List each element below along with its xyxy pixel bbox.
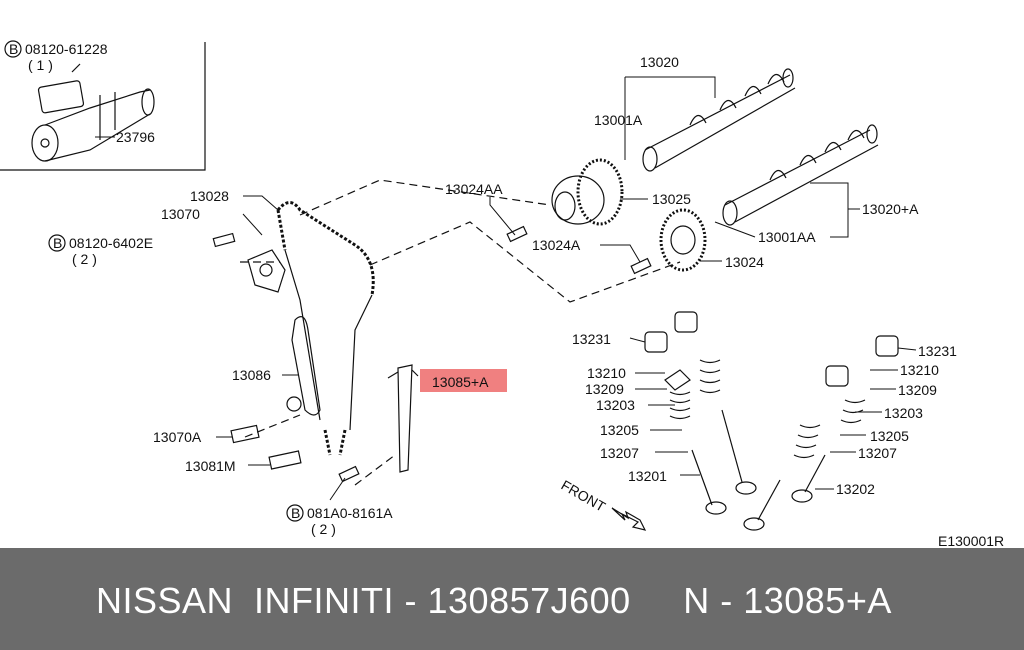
b-symbol-mid [48, 234, 66, 252]
chain-guide-13085a-drawing [387, 364, 419, 473]
chain-path-outline [284, 249, 373, 431]
b-symbol-top [4, 40, 22, 58]
callout-13205-left: 13205 [600, 422, 639, 438]
leader-lines [95, 76, 917, 501]
callout-13231-right: 13231 [918, 343, 957, 359]
inset-frame [0, 42, 206, 171]
callout-13207-left: 13207 [600, 445, 639, 461]
callout-bolt-08120-6402e: 08120-6402E [69, 235, 153, 251]
valve-train-left-drawing [644, 311, 757, 515]
callout-13024: 13024 [725, 254, 764, 270]
front-arrow-icon [611, 507, 647, 531]
callout-13028: 13028 [190, 188, 229, 204]
b-symbol-bottom-label: B [291, 505, 300, 521]
b-symbol-top-label: B [9, 41, 18, 57]
callout-13070: 13070 [161, 206, 200, 222]
highlight-13085a [420, 369, 507, 392]
b-symbol-bottom [286, 504, 304, 522]
callout-23796: 23796 [116, 129, 155, 145]
callout-13201: 13201 [628, 468, 667, 484]
callout-bolt-bottom-qty: ( 2 ) [311, 521, 336, 537]
callout-bolt-08120-61228: 08120-61228 [25, 41, 108, 57]
callout-13207-right: 13207 [858, 445, 897, 461]
callout-13205-right: 13205 [870, 428, 909, 444]
callout-bolt-mid-qty: ( 2 ) [72, 251, 97, 267]
callout-13209-left: 13209 [585, 381, 624, 397]
callout-13210-left: 13210 [587, 365, 626, 381]
b-symbol-mid-label: B [53, 235, 62, 251]
callout-bolt-081a0-8161a: 081A0-8161A [307, 505, 393, 521]
callout-13086: 13086 [232, 367, 271, 383]
callout-13231-left: 13231 [572, 331, 611, 347]
callout-13001a: 13001A [594, 112, 643, 128]
camshaft-13020a-drawing [722, 124, 879, 226]
tensioner-13070-drawing [212, 232, 286, 293]
callout-13024a: 13024A [532, 237, 581, 253]
parts-diagram: B B B 08120-61228 ( 1 ) 23796 13020 1300… [0, 40, 1004, 548]
callout-13020: 13020 [640, 54, 679, 70]
callout-13203-left: 13203 [596, 397, 635, 413]
dashed-guides [240, 179, 681, 486]
footer-bar [0, 548, 1024, 650]
callout-13024aa: 13024AA [445, 181, 503, 197]
callout-13025: 13025 [652, 191, 691, 207]
callout-13081m: 13081M [185, 458, 236, 474]
callout-13203-right: 13203 [884, 405, 923, 421]
callout-13070a: 13070A [153, 429, 202, 445]
callout-13001aa: 13001AA [758, 229, 816, 245]
sprocket-13025-drawing [551, 158, 624, 226]
solenoid-valve-drawing [31, 63, 155, 162]
callout-bolt-top-qty: ( 1 ) [28, 57, 53, 73]
callout-13202: 13202 [836, 481, 875, 497]
sprocket-13024-drawing [659, 208, 707, 272]
timing-chain-drawing [276, 201, 375, 456]
chain-guide-13086-drawing [286, 316, 321, 416]
front-label: FRONT [559, 477, 609, 515]
diagram-code: E130001R [938, 533, 1004, 548]
callout-13210-right: 13210 [900, 362, 939, 378]
camshaft-13020-drawing [642, 68, 796, 172]
pin-bolts-drawing [230, 225, 652, 483]
callout-13085a: 13085+A [432, 374, 489, 390]
valve-train-right-drawing [743, 335, 899, 531]
footer-part-info: NISSAN INFINITI - 130857J600 N - 13085+A [96, 580, 892, 621]
callout-13020a: 13020+A [862, 201, 919, 217]
callout-13209-right: 13209 [898, 382, 937, 398]
